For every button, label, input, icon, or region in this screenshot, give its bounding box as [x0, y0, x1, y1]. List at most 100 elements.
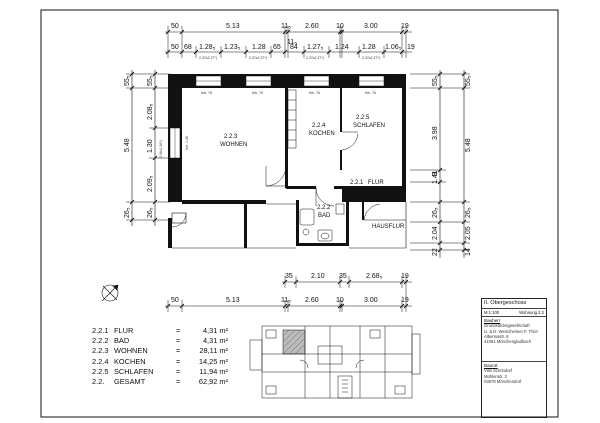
- room-kochen-name: KOCHEN: [309, 131, 335, 137]
- dim-left-in-555: 55₅: [147, 75, 154, 86]
- area-row-wohnen: 2.2.3 WOHNEN = 28,11 m²: [92, 346, 228, 356]
- right-dimension-labels: 55₅ 3.98 1.41 9 26₅ 2.04 22 55₅ 5.48 26₅…: [432, 75, 472, 256]
- dim-top-260: 2.60: [305, 23, 319, 30]
- area-name: GESAMT: [114, 377, 146, 387]
- bottom-dimension-chains: [165, 276, 412, 312]
- title-block-scale: M 1:100 Wohnung 2.2: [482, 309, 546, 318]
- room-flur-code: 2.2.1: [350, 180, 364, 186]
- dim-left-in-2095: 2.09₅: [147, 175, 154, 192]
- area-row-gesamt: 2.2. GESAMT = 62,92 m²: [92, 377, 228, 387]
- top-dimension-chains: [165, 26, 412, 58]
- dim-right-in-555: 55₅: [432, 75, 439, 86]
- dim-right-in2-22: 22: [432, 248, 439, 256]
- area-eq: =: [176, 326, 181, 335]
- bauherr-label: Bauherr: [484, 318, 501, 324]
- dim-row3-1285a: 1.28₅: [199, 44, 216, 51]
- sill-label-1: brh. 76: [201, 91, 212, 95]
- area-eq: =: [176, 346, 181, 356]
- bauort-label: Bauort: [484, 363, 498, 369]
- dim-bot2-10: 10: [336, 297, 344, 304]
- dim-left-in-2085: 2.08₅: [147, 103, 154, 120]
- dim-bot2-260: 2.60: [305, 297, 319, 304]
- door-swings: [171, 131, 381, 228]
- area-eq: =: [176, 356, 181, 366]
- room-schlafen-code: 2.2.5: [356, 115, 370, 121]
- room-bad-name: BAD: [318, 213, 331, 219]
- sill-height-labels: brh. 76 brh. 76 brh. 76 brh. 76 brh. 1.2…: [185, 91, 376, 150]
- area-num: 2.2.3: [92, 346, 109, 356]
- area-row-flur: 2.2.1 FLUR = 4,31 m²: [92, 326, 228, 336]
- room-wohnen-name: WOHNEN: [220, 142, 247, 148]
- area-eq: =: [176, 336, 181, 346]
- room-kochen-code: 2.2.4: [312, 123, 326, 129]
- sheet-border: [40, 9, 559, 418]
- floor-title: II. Obergeschoss: [484, 300, 527, 306]
- dim-row3-1275: 1.27₅: [307, 44, 324, 51]
- north-arrow-icon: [101, 284, 119, 302]
- title-block-bauort: Bauort Villa Schöndorf Mühlenstr. 3 0387…: [482, 362, 546, 385]
- dim-right-548: 5.48: [465, 138, 472, 152]
- area-table: 2.2.1 FLUR = 4,31 m² 2.2.2 BAD = 4,31 m²…: [92, 326, 228, 387]
- dim-row3-124: 1.24: [335, 44, 349, 51]
- bauherr-line: U. & D. Weinzheimer F. Thiel: [484, 328, 538, 334]
- bauherr-line: 41061 Mönchengladbach: [484, 339, 532, 345]
- dim-bot2-50: 50: [171, 297, 179, 304]
- title-block: II. Obergeschoss M 1:100 Wohnung 2.2 Bau…: [481, 298, 547, 418]
- area-value: 28,11 m²: [199, 346, 228, 356]
- room-hausflur-name: HAUSFLUR: [372, 224, 405, 230]
- window-note-3: 2.37x2.27*): [306, 56, 324, 60]
- dim-top-10: 10: [336, 23, 344, 30]
- dim-left-in-265: 26₅: [147, 207, 154, 218]
- dim-left-265: 26₅: [124, 207, 131, 218]
- dim-bot1-210: 2.10: [311, 273, 325, 280]
- dim-row3-128b: 1.28: [362, 44, 376, 51]
- bauort-line: Mühlenstr. 3: [484, 373, 507, 379]
- area-num: 2.2.5: [92, 366, 109, 376]
- dim-row3-1065: 1.06₅: [385, 44, 402, 51]
- dim-top-300: 3.00: [364, 23, 378, 30]
- dim-top-513: 5.13: [226, 23, 240, 30]
- area-name: BAD: [114, 336, 130, 346]
- room-flur-name: FLUR: [368, 180, 384, 186]
- sill-label-3: brh. 76: [309, 91, 320, 95]
- dim-right-14: 14: [465, 248, 472, 256]
- area-name: KOCHEN: [114, 356, 146, 366]
- area-value: 4,31 m²: [202, 326, 228, 335]
- dim-right-in-141: 1.41: [432, 170, 439, 184]
- area-num: 2.2.4: [92, 356, 109, 366]
- bauort-line: Villa Schöndorf: [484, 368, 513, 374]
- bauort-line: 03878 Mönchendorf: [484, 378, 522, 384]
- sill-label-4: brh. 76: [365, 91, 376, 95]
- area-num: 2.2.2: [92, 336, 109, 346]
- dim-right-265: 26₅: [465, 207, 472, 218]
- dim-right-in-9: 9: [432, 172, 439, 176]
- window-glass-lines: [174, 80, 384, 158]
- dim-top-50: 50: [171, 23, 179, 30]
- dim-left-555: 55₅: [124, 75, 131, 86]
- dim-row3-19: 19: [407, 44, 415, 51]
- dim-row3-68: 68: [184, 44, 192, 51]
- area-value: 14,25 m²: [198, 356, 228, 366]
- area-row-bad: 2.2.2 BAD = 4,31 m²: [92, 336, 228, 346]
- bath-fixtures: [299, 203, 345, 242]
- left-dimension-chains: [126, 70, 170, 226]
- dim-bot2-115: 11₅: [281, 297, 291, 304]
- sill-label-2: brh. 76: [252, 91, 263, 95]
- window-note-4: 2.37x2.27*): [362, 56, 380, 60]
- unit-label: Wohnung 2.2: [519, 310, 544, 315]
- area-num: 2.2.1: [92, 326, 109, 335]
- room-wohnen-code: 2.2.3: [224, 134, 238, 140]
- area-name: FLUR: [114, 326, 134, 335]
- interior-walls: [182, 88, 406, 248]
- kitchen-counter: [287, 89, 297, 149]
- dim-row3-50: 50: [171, 44, 179, 51]
- area-name: WOHNEN: [114, 346, 148, 356]
- dim-bot2-513: 5.13: [226, 297, 240, 304]
- dim-row3-84: 84: [290, 44, 298, 51]
- left-window-note: 2.06x1.26*): [159, 140, 163, 158]
- area-value: 11,94 m²: [199, 366, 228, 376]
- area-row-schlafen: 2.2.5 SCHLAFEN = 11,94 m²: [92, 367, 228, 377]
- area-row-kochen: 2.2.4 KOCHEN = 14,25 m²: [92, 357, 228, 367]
- dim-row3-1235: 1.23₅: [224, 44, 241, 51]
- area-num: 2.2.: [92, 377, 105, 387]
